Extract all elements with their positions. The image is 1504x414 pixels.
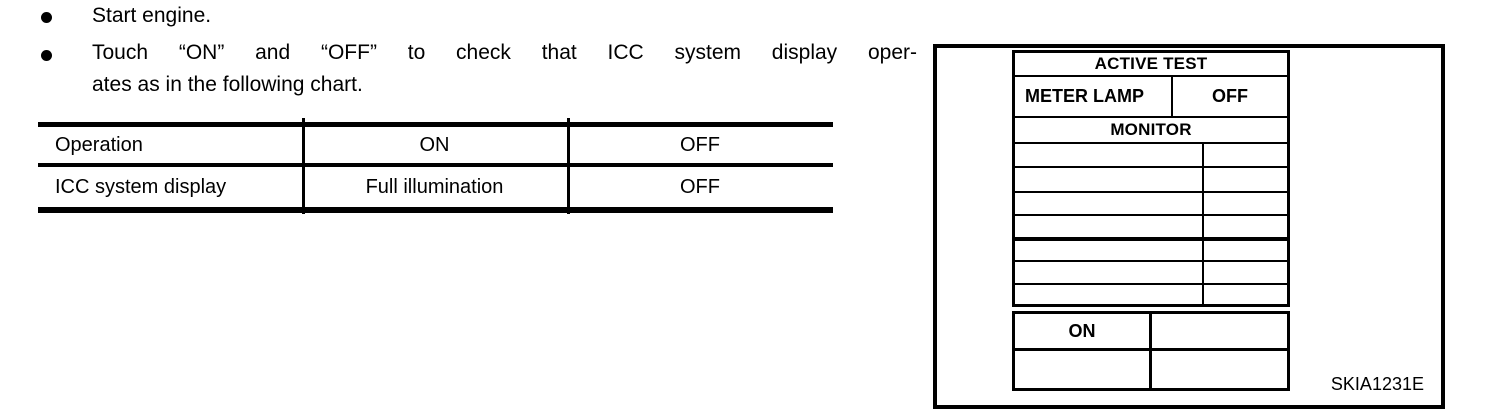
- table-cell-on: ON: [419, 133, 450, 156]
- consult-screen: ACTIVE TEST METER LAMP OFF MONITOR ON: [1012, 50, 1290, 391]
- table-rule-middle: [38, 163, 833, 167]
- table-cell-icc-display: ICC system display: [55, 175, 227, 198]
- empty-cell: [1152, 314, 1287, 348]
- monitor-row: [1015, 193, 1287, 216]
- table-rule-top: [38, 122, 833, 127]
- monitor-row-cell: [1204, 216, 1287, 237]
- active-test-panel: ACTIVE TEST METER LAMP OFF MONITOR: [1012, 50, 1290, 307]
- monitor-row: [1015, 285, 1287, 304]
- meter-lamp-value: OFF: [1212, 86, 1248, 106]
- table-rule-bottom: [38, 207, 833, 213]
- monitor-row-cell: [1015, 216, 1204, 237]
- figure-code: SKIA1231E: [1330, 374, 1424, 394]
- empty-cell: [1152, 351, 1287, 388]
- instruction-touch-line2: ates as in the following chart.: [92, 73, 363, 96]
- on-button-panel: ON: [1012, 311, 1290, 391]
- table-cell-full-illumination: Full illumination: [365, 175, 504, 198]
- monitor-row-cell: [1204, 144, 1287, 166]
- operation-table: Operation ON OFF ICC system display Full…: [38, 118, 833, 214]
- monitor-row-cell: [1204, 285, 1287, 304]
- monitor-row: [1015, 262, 1287, 285]
- monitor-row-cell: [1204, 241, 1287, 260]
- monitor-row-cell: [1015, 144, 1204, 166]
- monitor-row-cell: [1015, 262, 1204, 283]
- bullet-icon: [41, 50, 52, 61]
- monitor-header: MONITOR: [1015, 118, 1287, 144]
- table-cell-operation: Operation: [55, 133, 143, 156]
- table-cell-off: OFF: [680, 175, 720, 198]
- table-row: ICC system display Full illumination OFF: [38, 167, 833, 207]
- monitor-row: [1015, 144, 1287, 168]
- monitor-row: [1015, 241, 1287, 262]
- meter-lamp-label: METER LAMP: [1015, 77, 1173, 116]
- monitor-row: [1015, 216, 1287, 241]
- meter-lamp-row: METER LAMP OFF: [1015, 77, 1287, 118]
- active-test-header: ACTIVE TEST: [1015, 53, 1287, 77]
- monitor-row: [1015, 168, 1287, 193]
- monitor-row-cell: [1015, 168, 1204, 191]
- instruction-touch-line1: Touch “ON” and “OFF” to check that ICC s…: [92, 41, 917, 64]
- bullet-icon: [41, 12, 52, 23]
- table-cell-off: OFF: [680, 133, 720, 156]
- monitor-row-cell: [1015, 285, 1204, 304]
- empty-cell: [1015, 351, 1152, 388]
- monitor-row-cell: [1204, 262, 1287, 283]
- panel-gap: [1012, 307, 1290, 311]
- monitor-row-cell: [1204, 168, 1287, 191]
- on-button-row: ON: [1015, 314, 1287, 351]
- monitor-row-cell: [1015, 241, 1204, 260]
- instruction-start-engine: Start engine.: [92, 4, 212, 27]
- empty-row: [1015, 351, 1287, 388]
- monitor-row-cell: [1204, 193, 1287, 214]
- figure-frame: ACTIVE TEST METER LAMP OFF MONITOR ON: [933, 44, 1445, 409]
- table-row: Operation ON OFF: [38, 127, 833, 163]
- monitor-row-cell: [1015, 193, 1204, 214]
- on-button-label: ON: [1015, 314, 1152, 348]
